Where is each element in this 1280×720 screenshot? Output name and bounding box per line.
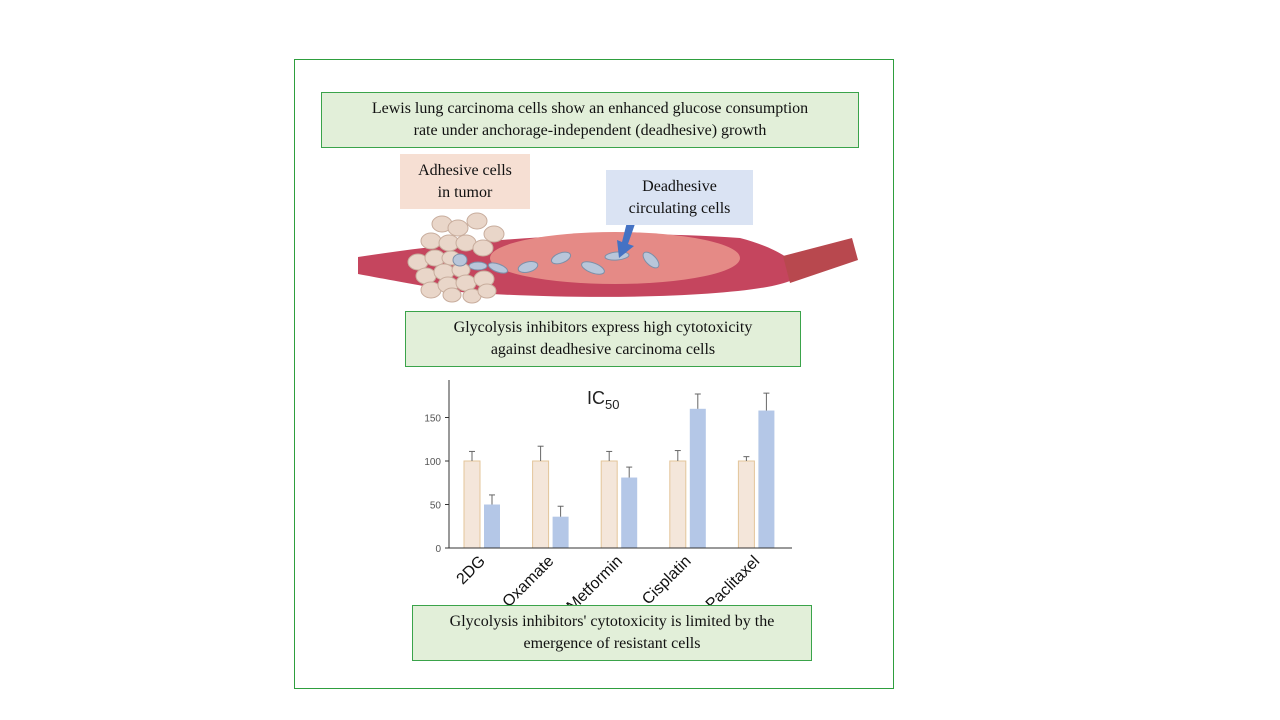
blood-vessel-branch xyxy=(783,238,858,283)
figure-frame xyxy=(294,59,894,689)
y-tick-label: 50 xyxy=(430,501,442,512)
top-summary-text: Lewis lung carcinoma cells show an enhan… xyxy=(371,100,809,139)
bar xyxy=(621,477,638,548)
x-category-label: 2DG xyxy=(454,553,489,588)
deadhesive-cells xyxy=(468,251,660,275)
deadhesive-cells-label-text: Deadhesive circulating cells xyxy=(628,177,731,217)
bar xyxy=(689,408,706,548)
y-tick-label: 100 xyxy=(424,457,441,468)
y-tick-label: 150 xyxy=(424,414,441,425)
x-category-label: Paclitaxel xyxy=(703,553,763,610)
arrow-icon xyxy=(617,222,635,258)
bar xyxy=(552,516,569,548)
bar xyxy=(463,460,481,549)
y-tick-label: 0 xyxy=(435,544,441,555)
top-summary-box: Lewis lung carcinoma cells show an enhan… xyxy=(321,92,859,148)
adhesive-cells-label-text: Adhesive cells in tumor xyxy=(418,161,512,201)
x-category-label: Oxamate xyxy=(500,553,558,610)
bar xyxy=(669,460,687,549)
bar xyxy=(532,460,550,549)
x-category-label: Metformin xyxy=(564,553,626,610)
adhesive-cells-label: Adhesive cells in tumor xyxy=(400,154,530,209)
transitioning-cell xyxy=(452,253,468,267)
bar xyxy=(737,460,755,549)
bottom-summary-text: Glycolysis inhibitors' cytotoxicity is l… xyxy=(449,613,775,652)
middle-summary-text: Glycolysis inhibitors express high cytot… xyxy=(453,319,753,358)
bar xyxy=(484,504,500,548)
bar xyxy=(758,410,775,548)
deadhesive-cells-label: Deadhesive circulating cells xyxy=(606,170,753,225)
bottom-summary-box: Glycolysis inhibitors' cytotoxicity is l… xyxy=(412,605,812,661)
bar xyxy=(600,460,618,549)
adhesive-cells xyxy=(407,212,505,304)
x-category-label: Cisplatin xyxy=(639,553,694,608)
chart-title: IC50 xyxy=(587,388,619,412)
middle-summary-box: Glycolysis inhibitors express high cytot… xyxy=(405,311,801,367)
